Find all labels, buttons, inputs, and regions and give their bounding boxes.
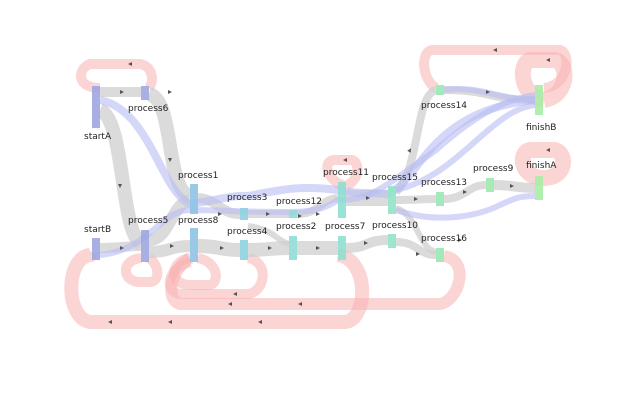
flow-arrow-icon: [128, 62, 132, 66]
flow-arrow-icon: [546, 148, 550, 152]
node-label-process5: process5: [128, 216, 168, 226]
node-labels: startA startB process6 process5 process1 proc…: [84, 101, 557, 244]
node-label-process9: process9: [473, 164, 514, 174]
forward-link-22: [247, 223, 291, 247]
node-label-process3: process3: [227, 193, 267, 203]
node-process4: [240, 240, 248, 260]
backward-link-5: [514, 142, 572, 186]
node-process11: [338, 182, 346, 218]
node-process15: [388, 186, 396, 214]
node-label-process11: process11: [323, 168, 369, 178]
node-process10: [388, 234, 396, 248]
flow-arrow-icon: [407, 148, 411, 153]
flow-arrow-icon: [298, 302, 302, 306]
node-startA: [92, 86, 100, 128]
node-label-process4: process4: [227, 227, 268, 237]
backward-link-10: [164, 253, 268, 299]
flow-arrow-icon: [298, 214, 302, 218]
flow-arrow-icon: [168, 320, 172, 324]
node-label-startA: startA: [84, 132, 112, 142]
flow-arrow-icon: [266, 212, 270, 216]
node-process1: [190, 184, 198, 214]
forward-link-3: [95, 103, 147, 250]
node-label-process16: process16: [421, 234, 467, 244]
flow-arrow-icon: [108, 320, 112, 324]
highlight-link-4: [443, 86, 536, 103]
forward-link-6: [148, 240, 191, 258]
flow-arrow-icon: [268, 246, 272, 250]
flow-arrow-icon: [486, 90, 490, 94]
flow-arrow-icon: [120, 246, 124, 250]
node-label-process1: process1: [178, 171, 218, 181]
forward-link-2: [145, 87, 194, 203]
node-finishA: [535, 176, 543, 200]
flow-arrow-icon: [120, 90, 124, 94]
flow-arrow-icon: [343, 158, 347, 162]
node-label-process13: process13: [421, 178, 467, 188]
flow-arrow-icon: [118, 184, 122, 188]
flow-arrow-icon: [258, 320, 262, 324]
highlight-link-2: [99, 92, 536, 258]
flow-arrow-icon: [463, 190, 467, 194]
node-label-process6: process6: [128, 104, 169, 114]
node-label-process12: process12: [276, 197, 322, 207]
forward-link-20: [493, 180, 536, 193]
forward-link-16: [395, 195, 437, 204]
node-process12: [289, 210, 297, 218]
flow-arrow-icon: [414, 197, 418, 201]
node-label-process15: process15: [372, 173, 418, 183]
node-label-process14: process14: [421, 101, 467, 111]
nodes: [92, 85, 543, 262]
node-process13: [436, 192, 444, 206]
flow-arrow-icon: [316, 246, 320, 250]
node-process3: [240, 208, 248, 220]
backward-link-8: [120, 253, 163, 287]
node-label-startB: startB: [84, 225, 111, 235]
flow-arrow-icon: [228, 302, 232, 306]
flow-arrow-icon: [493, 48, 497, 52]
node-finishB: [535, 85, 543, 115]
node-process6: [141, 86, 149, 100]
flow-arrow-icon: [170, 244, 174, 248]
node-label-finishB: finishB: [526, 123, 556, 133]
flow-arrow-icon: [233, 292, 237, 296]
forward-links: [95, 48, 550, 324]
node-startB: [92, 238, 100, 260]
backward-link-4: [514, 52, 573, 108]
node-process7: [338, 236, 346, 260]
flow-arrow-icon: [218, 212, 222, 216]
flow-arrow-icon: [546, 58, 550, 62]
forward-link-17: [395, 238, 437, 259]
forward-link-14: [345, 235, 389, 253]
node-process14: [436, 85, 444, 95]
node-label-process7: process7: [325, 222, 365, 232]
node-process8: [190, 228, 198, 262]
flow-arrow-icon: [416, 252, 420, 256]
backward-links: [64, 45, 573, 329]
node-process9: [486, 178, 494, 192]
flow-arrow-icon: [168, 90, 172, 94]
flow-arrow-icon: [366, 196, 370, 200]
flow-arrow-icon: [168, 158, 172, 162]
node-label-process10: process10: [372, 221, 418, 231]
node-label-finishA: finishA: [526, 161, 557, 171]
node-process5: [141, 230, 149, 262]
node-process2: [289, 236, 297, 260]
flow-arrow-icon: [458, 238, 462, 242]
flow-arrow-icon: [316, 212, 320, 216]
flow-arrow-icon: [364, 241, 368, 245]
node-label-process2: process2: [276, 222, 316, 232]
node-label-process8: process8: [178, 216, 219, 226]
flow-arrow-icon: [510, 184, 514, 188]
flow-arrow-icon: [220, 246, 224, 250]
node-process16: [436, 248, 444, 262]
forward-link-8: [197, 239, 241, 257]
highlight-link-5: [395, 193, 536, 221]
highlight-link-3: [395, 102, 536, 193]
backward-link-1: [76, 59, 157, 93]
backward-link-7: [64, 248, 370, 329]
